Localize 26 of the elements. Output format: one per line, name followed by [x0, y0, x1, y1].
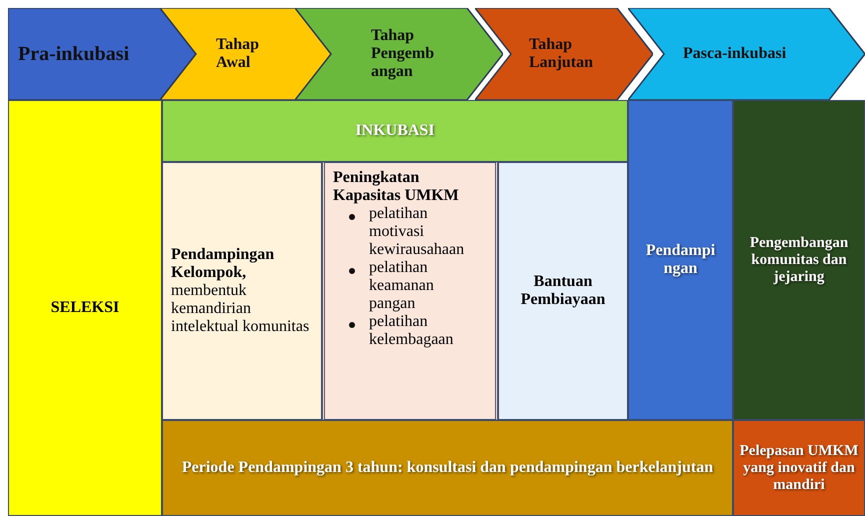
phase-step	[628, 8, 865, 100]
phase-label: Tahap Awal	[216, 36, 260, 72]
activity-box	[322, 162, 498, 420]
cell-text: SELEKSI	[50, 299, 120, 317]
activity-box	[162, 162, 322, 420]
stage-box	[733, 420, 865, 516]
cell-text: Pelepasan UMKM yang inovatif dan mandiri	[738, 442, 860, 494]
phase-label: Pasca-inkubasi	[683, 45, 786, 63]
cell-text: Pengembangan komunitas dan jejaring	[748, 234, 850, 286]
phase-label: Tahap Lanjutan	[529, 36, 594, 72]
phase-step	[475, 8, 653, 100]
phase-step	[160, 8, 332, 100]
cell-text: Periode Pendampingan 3 tahun: konsultasi dan pendampingan berkelanjutan	[182, 459, 714, 477]
cell-text: Bantuan Pembiayaan	[520, 273, 606, 309]
cell-text: Pendampi ngan	[644, 242, 716, 278]
period-band	[162, 420, 733, 516]
cell-text: Pendampingan Kelompok, membentuk kemandirian intelektual komunitas	[171, 246, 310, 336]
seleksi-box	[8, 100, 162, 516]
activity-box	[498, 162, 628, 420]
inkubasi-header	[162, 100, 628, 162]
bullet-text: pelatihan kelembagaan	[369, 313, 454, 348]
phase-step	[295, 8, 503, 100]
phase-label: Tahap Pengemb angan	[371, 27, 436, 81]
cell-text: INKUBASI	[355, 122, 435, 140]
stage-box	[733, 100, 865, 420]
stage-box	[628, 100, 733, 420]
